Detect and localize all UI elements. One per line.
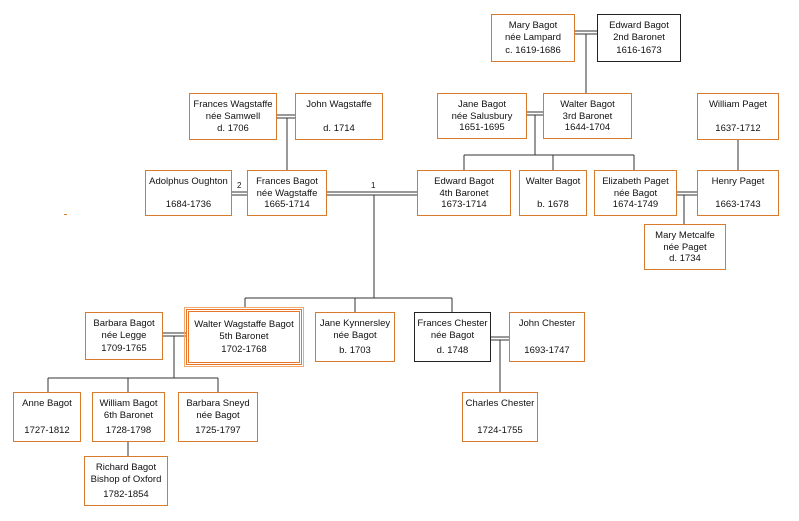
- person-name: William Bagot: [99, 398, 158, 409]
- person-title: née Paget: [663, 241, 707, 253]
- person-name: Jane Kynnersley: [319, 318, 391, 329]
- person-box-henry-paget[interactable]: Henry Paget 1663-1743: [697, 170, 779, 216]
- person-dates: d. 1734: [669, 253, 701, 264]
- person-title: née Samwell: [205, 110, 261, 122]
- person-dates: 1724-1755: [477, 424, 523, 436]
- person-dates: 1728-1798: [105, 424, 152, 436]
- person-title: née Wagstaffe: [256, 187, 318, 199]
- person-title: 4th Baronet: [439, 187, 489, 199]
- person-dates: d. 1748: [436, 344, 469, 356]
- person-dates: 1702-1768: [221, 343, 267, 355]
- person-dates: 1684-1736: [165, 198, 212, 210]
- person-title: 5th Baronet: [219, 330, 269, 342]
- person-name: John Wagstaffe: [306, 99, 372, 110]
- person-title: née Bagot: [613, 187, 658, 199]
- person-dates: b. 1703: [339, 344, 371, 356]
- person-name: Frances Wagstaffe: [193, 99, 273, 110]
- person-dates: 1637-1712: [715, 122, 761, 134]
- person-box-charles-chester[interactable]: Charles Chester 1724-1755: [462, 392, 538, 442]
- person-name: Mary Metcalfe: [655, 230, 715, 241]
- person-title: 3rd Baronet: [562, 110, 613, 122]
- person-dates: 1725-1797: [195, 424, 241, 436]
- person-title: 6th Baronet: [103, 409, 154, 421]
- person-name: Edward Bagot: [434, 176, 494, 187]
- person-name: Elizabeth Paget: [602, 176, 669, 187]
- person-name: Walter Bagot: [560, 99, 615, 110]
- person-dates: 1727-1812: [24, 424, 70, 436]
- person-name: Barbara Bagot: [93, 318, 155, 329]
- person-name: Walter Wagstaffe Bagot: [194, 319, 294, 330]
- person-dates: 1651-1695: [459, 122, 505, 133]
- person-dates: 1782-1854: [103, 488, 149, 500]
- person-name: Charles Chester: [465, 398, 535, 409]
- person-name: Frances Bagot: [256, 176, 318, 187]
- person-title: née Bagot: [333, 329, 377, 341]
- person-dates: 1644-1704: [564, 122, 611, 133]
- person-name: Barbara Sneyd: [186, 398, 250, 409]
- person-dates: 1616-1673: [616, 44, 662, 56]
- person-name: Walter Bagot: [525, 176, 581, 187]
- person-dates: 1709-1765: [101, 342, 147, 354]
- person-dates: 1663-1743: [715, 198, 761, 210]
- person-title: née Bagot: [196, 409, 240, 421]
- person-dates: c. 1619-1686: [505, 44, 561, 56]
- person-name: Edward Bagot: [609, 20, 669, 31]
- person-name: Mary Bagot: [508, 20, 558, 31]
- person-box-walter-b1678[interactable]: Walter Bagot b. 1678: [519, 170, 587, 216]
- person-box-william-paget[interactable]: William Paget 1637-1712: [697, 93, 779, 140]
- person-dates: 1665-1714: [264, 199, 310, 210]
- marriage-label-second: 2: [237, 181, 242, 190]
- person-name: Richard Bagot: [95, 462, 157, 473]
- stray-tick-mark: [64, 214, 67, 215]
- person-name: Adolphus Oughton: [149, 176, 228, 187]
- person-box-anne-bagot[interactable]: Anne Bagot 1727-1812: [13, 392, 81, 442]
- person-dates: b. 1678: [537, 198, 569, 210]
- person-dates: 1674-1749: [612, 199, 659, 210]
- person-title: née Bagot: [430, 329, 475, 341]
- person-title: Bishop of Oxford: [90, 473, 162, 485]
- person-name: Jane Bagot: [457, 99, 507, 110]
- person-dates: 1693-1747: [524, 344, 570, 356]
- person-name: William Paget: [708, 99, 768, 110]
- person-name: Henry Paget: [711, 176, 765, 187]
- person-box-john-wagstaffe[interactable]: John Wagstaffe d. 1714: [295, 93, 383, 140]
- person-box-john-chester[interactable]: John Chester 1693-1747: [509, 312, 585, 362]
- person-dates: d. 1714: [323, 122, 355, 134]
- person-title: née Salusbury: [451, 110, 513, 122]
- marriage-label-first: 1: [371, 181, 376, 190]
- person-title: 2nd Baronet: [613, 31, 665, 43]
- person-name: Anne Bagot: [22, 398, 72, 409]
- person-title: née Lampard: [505, 31, 561, 43]
- person-title: née Legge: [101, 329, 147, 341]
- person-dates: d. 1706: [217, 122, 249, 134]
- person-name: John Chester: [518, 318, 576, 329]
- person-dates: 1673-1714: [441, 199, 487, 210]
- person-box-adolphus-oughton[interactable]: Adolphus Oughton 1684-1736: [145, 170, 232, 216]
- person-name: Frances Chester: [417, 318, 488, 329]
